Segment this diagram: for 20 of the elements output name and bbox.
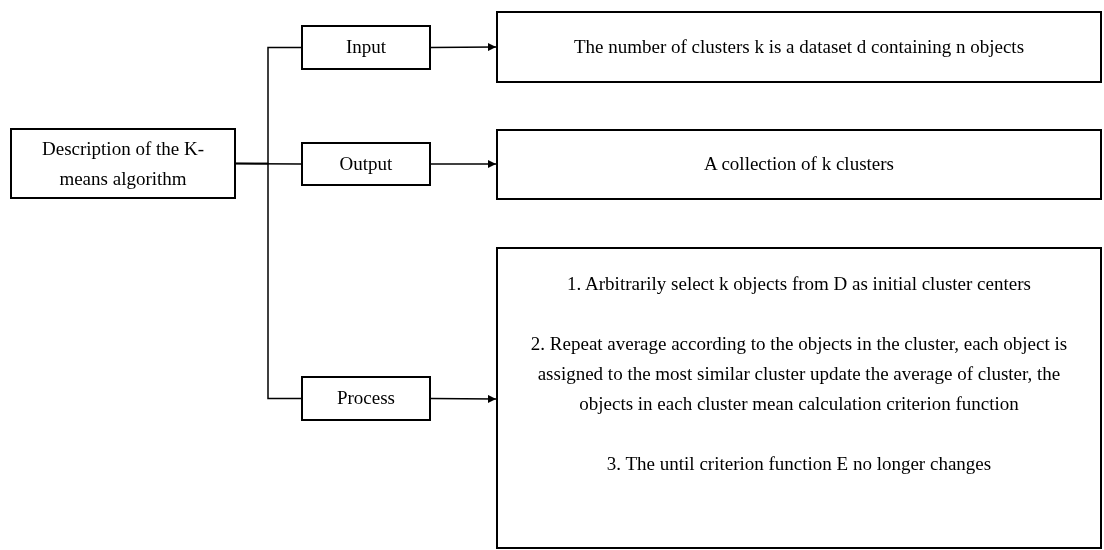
node-text: 3. The until criterion function E no longer changes <box>606 452 992 476</box>
description-box <box>496 11 1102 83</box>
node-text: Process <box>336 386 396 411</box>
description-box <box>496 247 1102 549</box>
arrow <box>430 160 497 168</box>
arrow <box>430 43 497 52</box>
description-box <box>496 129 1102 200</box>
node-text: 1. Arbitrarily select k objects from D as initial cluster centers <box>567 272 1031 296</box>
connector-line <box>235 162 302 400</box>
node-text: Input <box>345 35 387 60</box>
node-text: Output <box>339 151 393 176</box>
node-text: A collection of k clusters <box>704 152 894 177</box>
arrow <box>430 394 497 403</box>
node-text: The number of clusters k is a dataset d containing n objects <box>573 34 1025 59</box>
process-box <box>301 25 431 70</box>
process-box <box>301 376 431 421</box>
process-box <box>301 142 431 186</box>
node-text: 2. Repeat average according to the objects in the cluster, each object is assigned to the most similar cluster update the average of cluster, the objects in each cluster mean calculation criterion function <box>529 332 1069 416</box>
node-text: Description of the K-means algorithm <box>41 136 205 191</box>
root-box <box>10 128 236 199</box>
